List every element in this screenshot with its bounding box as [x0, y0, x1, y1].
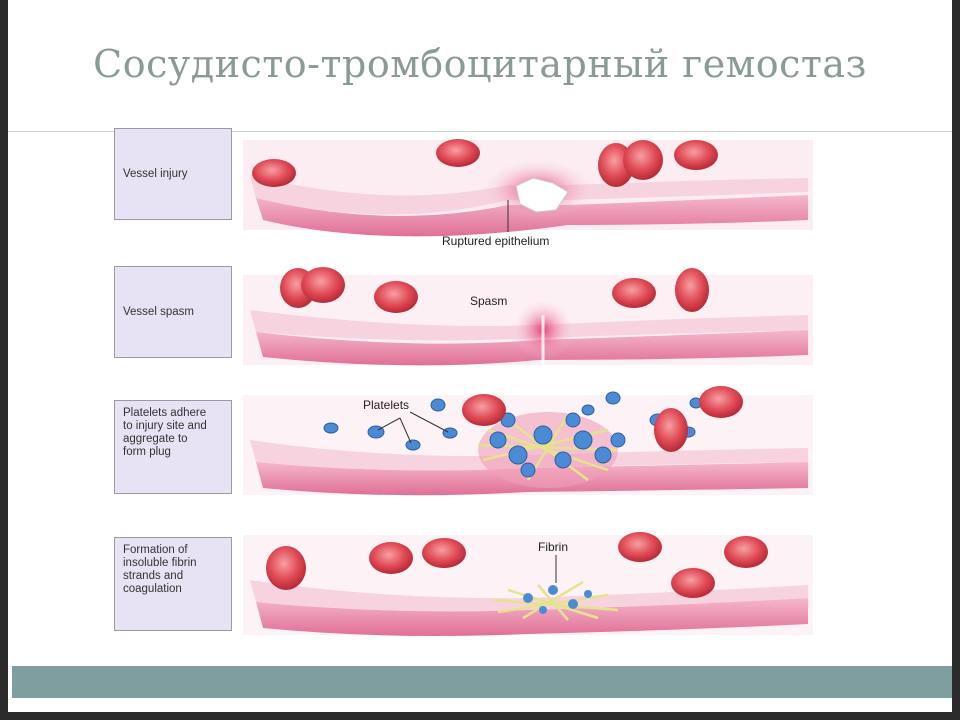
label-line: Formation of — [123, 544, 188, 556]
slide-title: Сосудисто-тромбоцитарный гемостаз — [93, 42, 867, 86]
window-edge-bottom — [0, 712, 960, 720]
slide: Сосудисто-тромбоцитарный гемостаз — [8, 0, 952, 712]
annotation-ruptured-epithelium: Ruptured epithelium — [442, 234, 550, 248]
label-vessel-spasm: Vessel spasm — [114, 266, 232, 358]
label-line: coagulation — [123, 583, 182, 595]
panel-vessel-spasm — [243, 267, 813, 372]
title-divider — [8, 131, 952, 132]
label-line: insoluble fibrin — [123, 557, 197, 569]
label-fibrin-formation: Formation of insoluble fibrin strands an… — [114, 537, 232, 631]
label-line: Vessel spasm — [123, 305, 194, 318]
window-edge — [952, 0, 960, 720]
annotation-platelets: Platelets — [363, 398, 410, 412]
annotation-fibrin: Fibrin — [538, 540, 569, 554]
annotation-spasm: Spasm — [470, 294, 508, 308]
label-platelets-adhere: Platelets adhere to injury site and aggr… — [114, 400, 232, 494]
panel-fibrin-coagulation — [243, 532, 813, 636]
label-line: form plug — [123, 446, 171, 458]
label-line: Vessel injury — [123, 167, 188, 180]
panel-vessel-injury — [243, 139, 813, 237]
label-vessel-injury: Vessel injury — [114, 128, 232, 220]
label-line: Platelets adhere — [123, 407, 207, 419]
label-line: aggregate to — [123, 433, 188, 445]
label-line: strands and — [123, 570, 184, 582]
panel-platelet-plug — [243, 386, 813, 496]
hemostasis-illustration — [243, 139, 813, 636]
footer-accent-bar — [12, 666, 952, 698]
label-line: to injury site and — [123, 420, 207, 432]
